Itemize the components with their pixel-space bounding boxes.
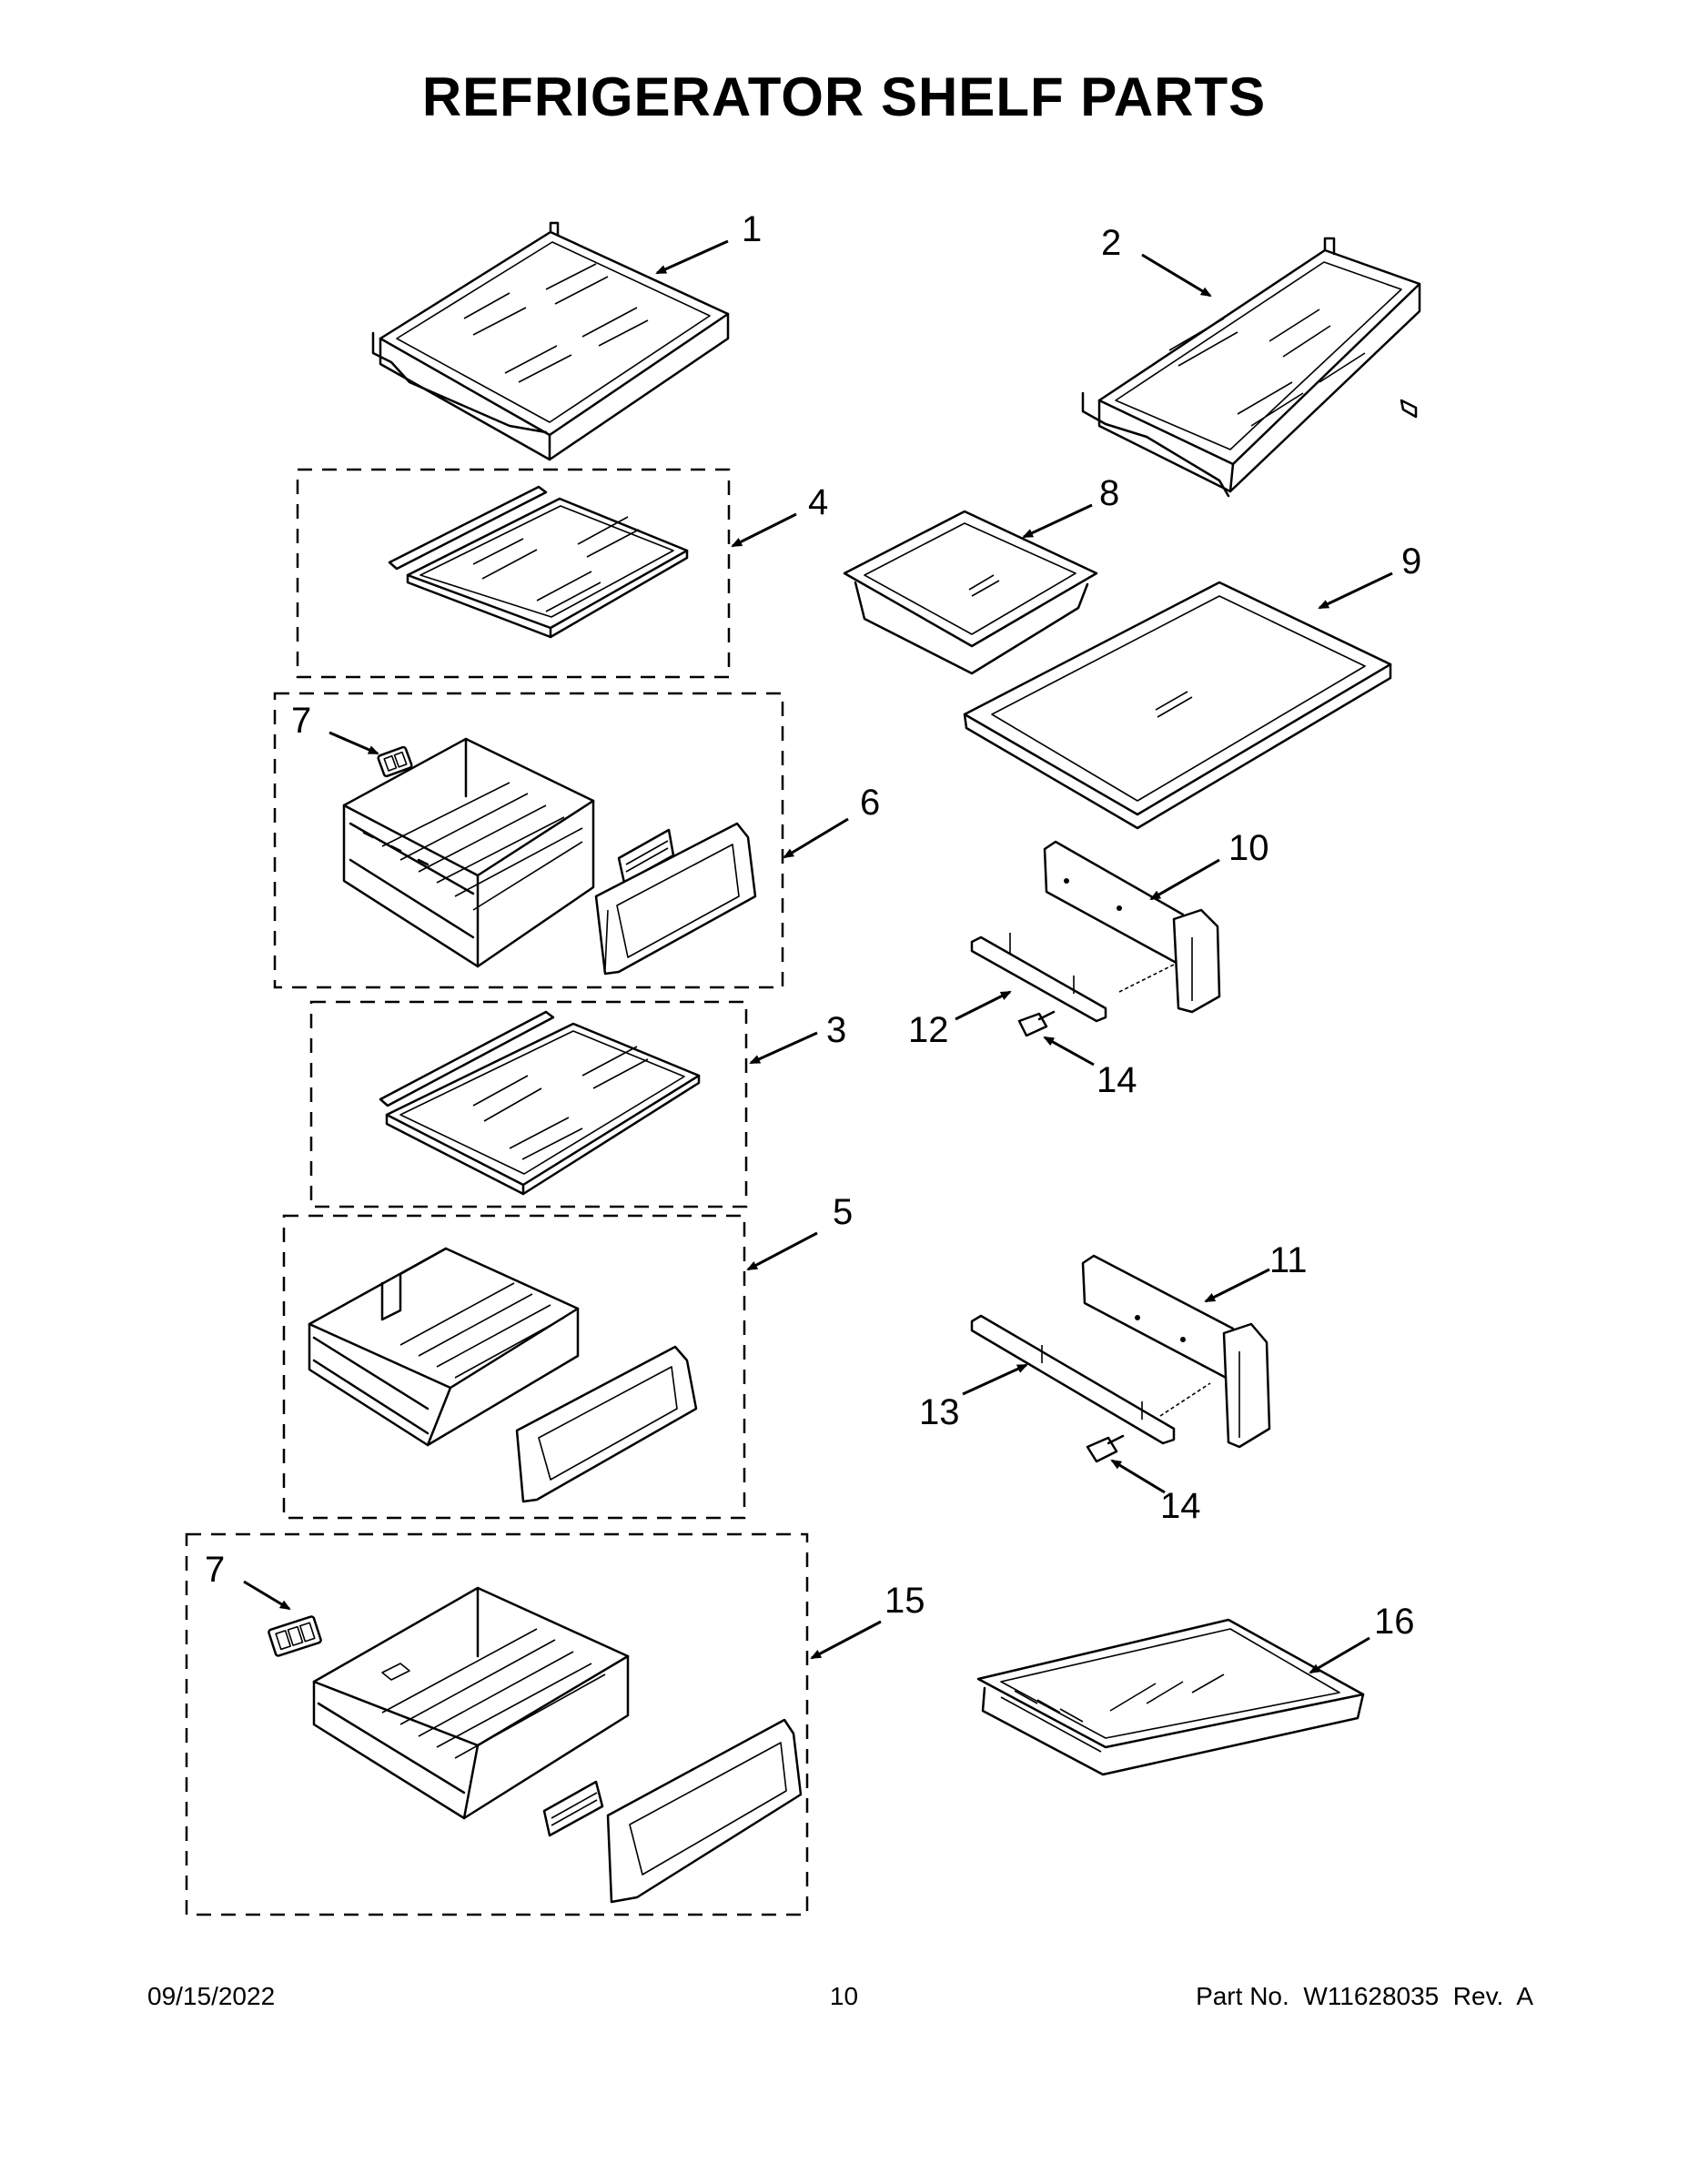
group-box-6	[273, 692, 784, 989]
callout-8: 8	[1099, 473, 1119, 513]
part-15-deli-drawer	[312, 1586, 803, 1904]
part-16-tray	[976, 1618, 1365, 1776]
part-8-small-tray	[843, 510, 1098, 675]
part-14-screw-lower	[1086, 1434, 1125, 1463]
part-13-drawer-slide	[970, 1314, 1211, 1445]
callout-7-lower: 7	[205, 1550, 225, 1590]
group-box-15	[185, 1532, 809, 1916]
callout-1: 1	[742, 209, 762, 249]
callout-14-upper: 14	[1097, 1060, 1137, 1100]
part-5-drawer	[308, 1247, 698, 1503]
callout-2: 2	[1101, 223, 1121, 263]
part-12-drawer-slide	[970, 933, 1175, 1023]
callout-4: 4	[808, 482, 828, 522]
callout-arrows	[243, 239, 1393, 1674]
part-9-large-tray	[963, 581, 1392, 830]
part-11-drawer-slide-cover	[1081, 1254, 1271, 1449]
page-title: REFRIGERATOR SHELF PARTS	[421, 66, 1267, 127]
callout-7-upper: 7	[291, 701, 311, 741]
callout-10: 10	[1228, 828, 1269, 868]
part-14-screw-upper	[1017, 1010, 1056, 1037]
part-6-crisper-drawer	[342, 737, 757, 976]
part-1-glass-shelf	[371, 221, 730, 461]
callout-14-lower: 14	[1160, 1486, 1201, 1526]
part-10-drawer-slide-cover	[1043, 840, 1221, 1014]
callout-16: 16	[1374, 1602, 1415, 1642]
footer-part-number: Part No. W11628035 Rev. A	[1196, 1982, 1533, 2010]
callout-12: 12	[908, 1010, 949, 1050]
footer-date: 09/15/2022	[147, 1982, 276, 2010]
callout-15: 15	[884, 1581, 925, 1621]
part-7-filter-lower	[268, 1615, 322, 1657]
callout-11: 11	[1269, 1240, 1308, 1280]
part-2-glass-shelf	[1081, 237, 1421, 498]
callout-5: 5	[833, 1192, 853, 1232]
callout-6: 6	[860, 783, 880, 823]
callout-9: 9	[1401, 541, 1421, 581]
callout-3: 3	[826, 1010, 846, 1050]
part-4-shelf-glass	[388, 485, 689, 639]
group-box-5	[282, 1214, 746, 1520]
part-3-shelf-glass	[379, 1010, 701, 1196]
part-7-filter-upper	[377, 745, 413, 778]
footer-page-number: 10	[829, 1982, 859, 2010]
callout-13: 13	[919, 1392, 960, 1432]
